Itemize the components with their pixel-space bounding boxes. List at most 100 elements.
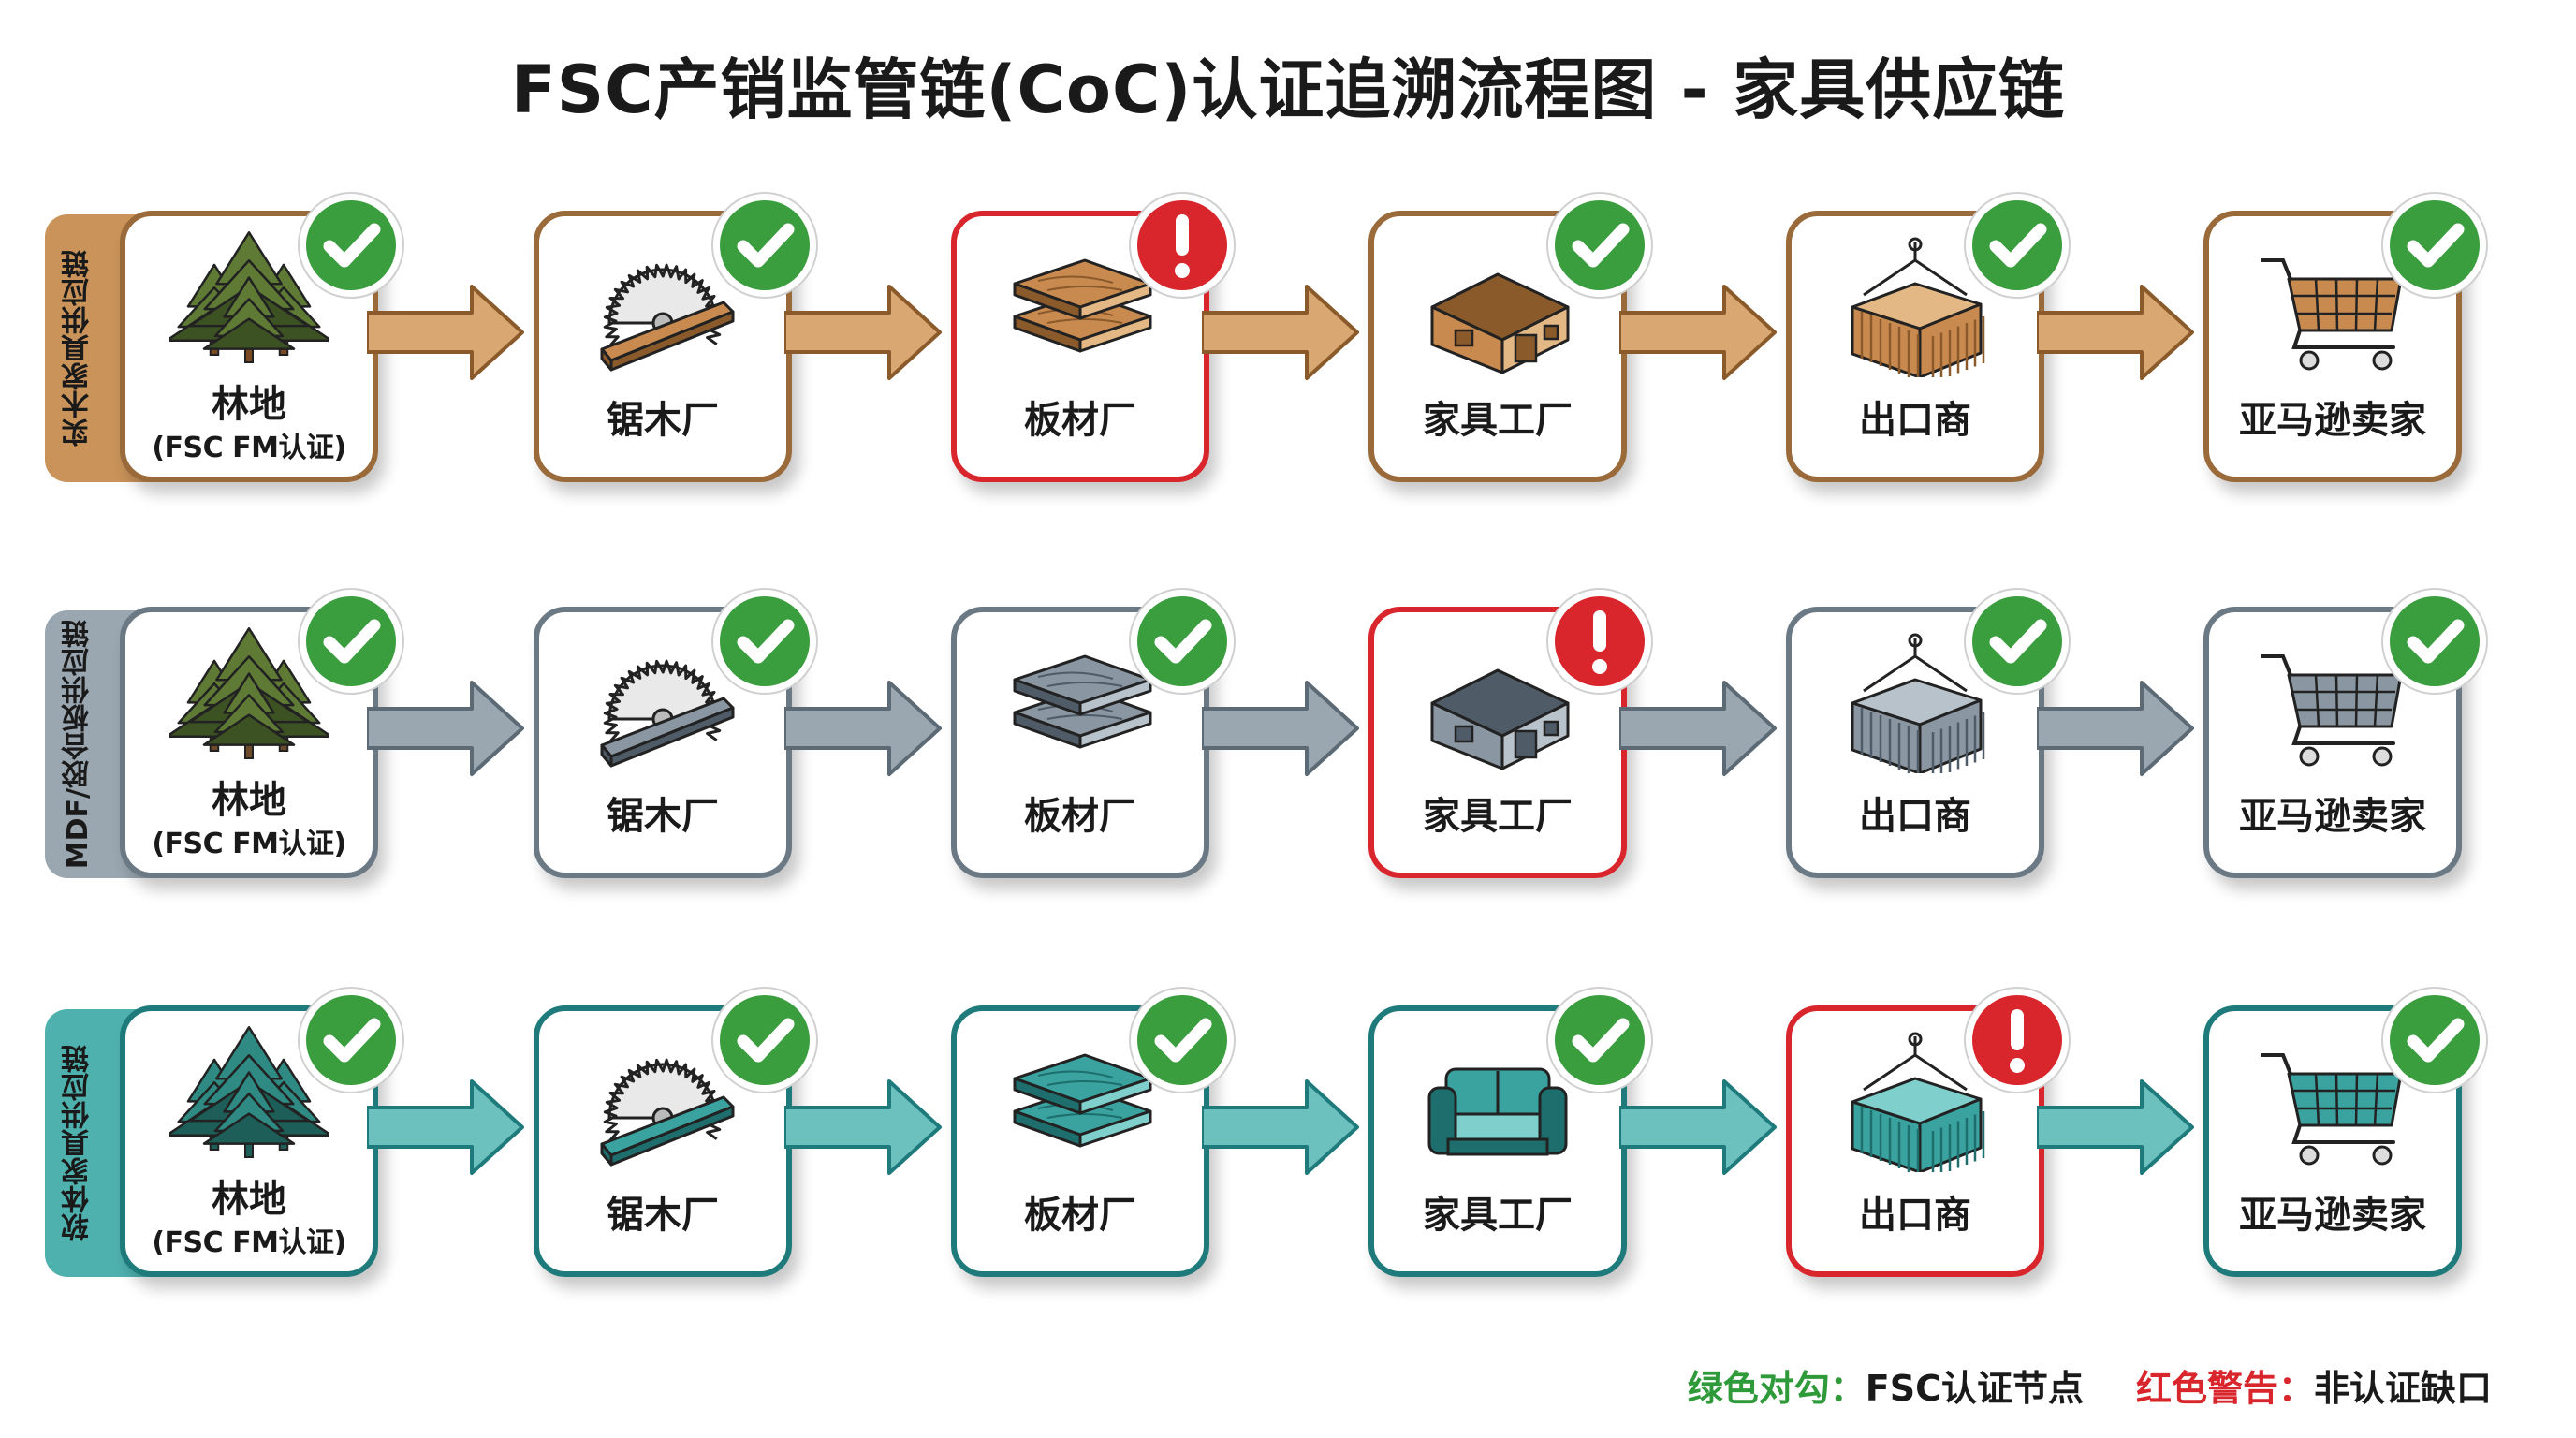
boards-icon: [1001, 237, 1160, 377]
node-label: 出口商: [1859, 795, 1971, 838]
arrow-right-icon: [2035, 1076, 2196, 1179]
chain-node: 家具工厂: [1368, 588, 1653, 878]
node-label: 林地: [212, 1178, 286, 1221]
row-label: 实木家具供应链: [45, 214, 112, 482]
boards-icon: [1001, 1032, 1160, 1172]
legend: 绿色对勾：FSC认证节点 红色警告：非认证缺口: [1688, 1359, 2492, 1411]
node-label: 锯木厂: [607, 795, 719, 838]
node-label: 家具工厂: [1423, 795, 1573, 838]
arrow-right-icon: [783, 281, 944, 384]
node-label: 板材厂: [1024, 1194, 1136, 1237]
chain-node: 亚马逊卖家: [2203, 588, 2488, 878]
row-label-text: 软体家具供应链: [62, 1045, 95, 1241]
node-label: 锯木厂: [607, 1194, 719, 1237]
arrow-right-icon: [365, 677, 526, 780]
chain-node: 锯木厂: [534, 987, 818, 1277]
arrow-right-icon: [1617, 677, 1778, 780]
supply-chain-row: 软体家具供应链 林地 (FSC FM认证) 锯木厂: [0, 987, 2576, 1286]
trees-icon: [165, 1019, 333, 1159]
node-label: 林地: [212, 779, 286, 822]
chain-node: 亚马逊卖家: [2203, 192, 2488, 482]
row-label: 软体家具供应链: [45, 1009, 112, 1277]
alert-icon: [1544, 586, 1655, 697]
check-icon: [2379, 190, 2490, 301]
legend-red-key: 红色警告：: [2135, 1368, 2314, 1409]
saw-icon: [583, 1032, 742, 1172]
arrow-right-icon: [1617, 1076, 1778, 1179]
legend-red: 红色警告：非认证缺口: [2136, 1359, 2492, 1411]
chain-node: 林地 (FSC FM认证): [120, 192, 404, 482]
arrow-right-icon: [2035, 281, 2196, 384]
factory-icon: [1418, 237, 1577, 377]
arrow-right-icon: [783, 1076, 944, 1179]
page-title: FSC产销监管链(CoC)认证追溯流程图 - 家具供应链: [510, 51, 2066, 128]
check-icon: [1962, 190, 2072, 301]
legend-red-text: 非认证缺口: [2313, 1368, 2492, 1409]
node-label: 板材厂: [1024, 795, 1136, 838]
arrow-right-icon: [1200, 281, 1361, 384]
alert-icon: [1127, 190, 1237, 301]
node-label: 板材厂: [1024, 399, 1136, 442]
factory-icon: [1418, 633, 1577, 773]
arrow-right-icon: [365, 281, 526, 384]
row-label-text: 实木家具供应链: [62, 250, 95, 447]
arrow-right-icon: [1200, 677, 1361, 780]
arrow-right-icon: [365, 1076, 526, 1179]
chain-node: 家具工厂: [1368, 987, 1653, 1277]
node-label: 家具工厂: [1423, 399, 1573, 442]
check-icon: [1127, 985, 1237, 1095]
check-icon: [296, 985, 406, 1095]
chain-node: 板材厂: [951, 588, 1236, 878]
check-icon: [296, 190, 406, 301]
boards-icon: [1001, 633, 1160, 773]
check-icon: [2379, 586, 2490, 697]
row-label-text: MDF/胶合板供应链: [62, 619, 95, 870]
node-label: 家具工厂: [1423, 1194, 1573, 1237]
container-icon: [1836, 237, 1995, 383]
check-icon: [1544, 985, 1655, 1095]
chain-node: 林地 (FSC FM认证): [120, 987, 404, 1277]
chain-node: 板材厂: [951, 192, 1236, 482]
chain-node: 家具工厂: [1368, 192, 1653, 482]
node-label: 锯木厂: [607, 399, 719, 442]
trees-icon: [165, 620, 333, 760]
node-label: 出口商: [1859, 1194, 1971, 1237]
check-icon: [296, 586, 406, 697]
check-icon: [1962, 586, 2072, 697]
node-sublabel: (FSC FM认证): [152, 432, 346, 464]
arrow-right-icon: [1200, 1076, 1361, 1179]
arrow-right-icon: [1617, 281, 1778, 384]
chain-node: 锯木厂: [534, 192, 818, 482]
saw-icon: [583, 633, 742, 773]
container-icon: [1836, 1032, 1995, 1178]
check-icon: [2379, 985, 2490, 1095]
node-label: 出口商: [1859, 399, 1971, 442]
node-label: 亚马逊卖家: [2239, 795, 2426, 838]
row-label: MDF/胶合板供应链: [45, 610, 112, 878]
check-icon: [710, 190, 820, 301]
check-icon: [1127, 586, 1237, 697]
cart-icon: [2253, 633, 2412, 773]
chain-node: 出口商: [1786, 192, 2071, 482]
check-icon: [710, 985, 820, 1095]
node-label: 亚马逊卖家: [2239, 1194, 2426, 1237]
cart-icon: [2253, 237, 2412, 377]
chain-node: 锯木厂: [534, 588, 818, 878]
supply-chain-row: MDF/胶合板供应链 林地(FSC FM认证) 锯木厂: [0, 588, 2576, 888]
arrow-right-icon: [2035, 677, 2196, 780]
chain-node: 出口商: [1786, 987, 2071, 1277]
node-sublabel: (FSC FM认证): [152, 1226, 346, 1259]
chain-node: 林地(FSC FM认证): [120, 588, 404, 878]
arrow-right-icon: [783, 677, 944, 780]
check-icon: [1544, 190, 1655, 301]
legend-green: 绿色对勾：FSC认证节点: [1688, 1359, 2084, 1411]
chain-node: 出口商: [1786, 588, 2071, 878]
alert-icon: [1962, 985, 2072, 1095]
saw-icon: [583, 237, 742, 377]
trees-icon: [165, 224, 333, 364]
node-label: 林地: [212, 383, 286, 426]
supply-chain-row: 实木家具供应链 林地 (FSC FM认证) 锯木厂: [0, 192, 2576, 492]
container-icon: [1836, 633, 1995, 779]
chain-node: 亚马逊卖家: [2203, 987, 2488, 1277]
sofa-icon: [1418, 1032, 1577, 1172]
